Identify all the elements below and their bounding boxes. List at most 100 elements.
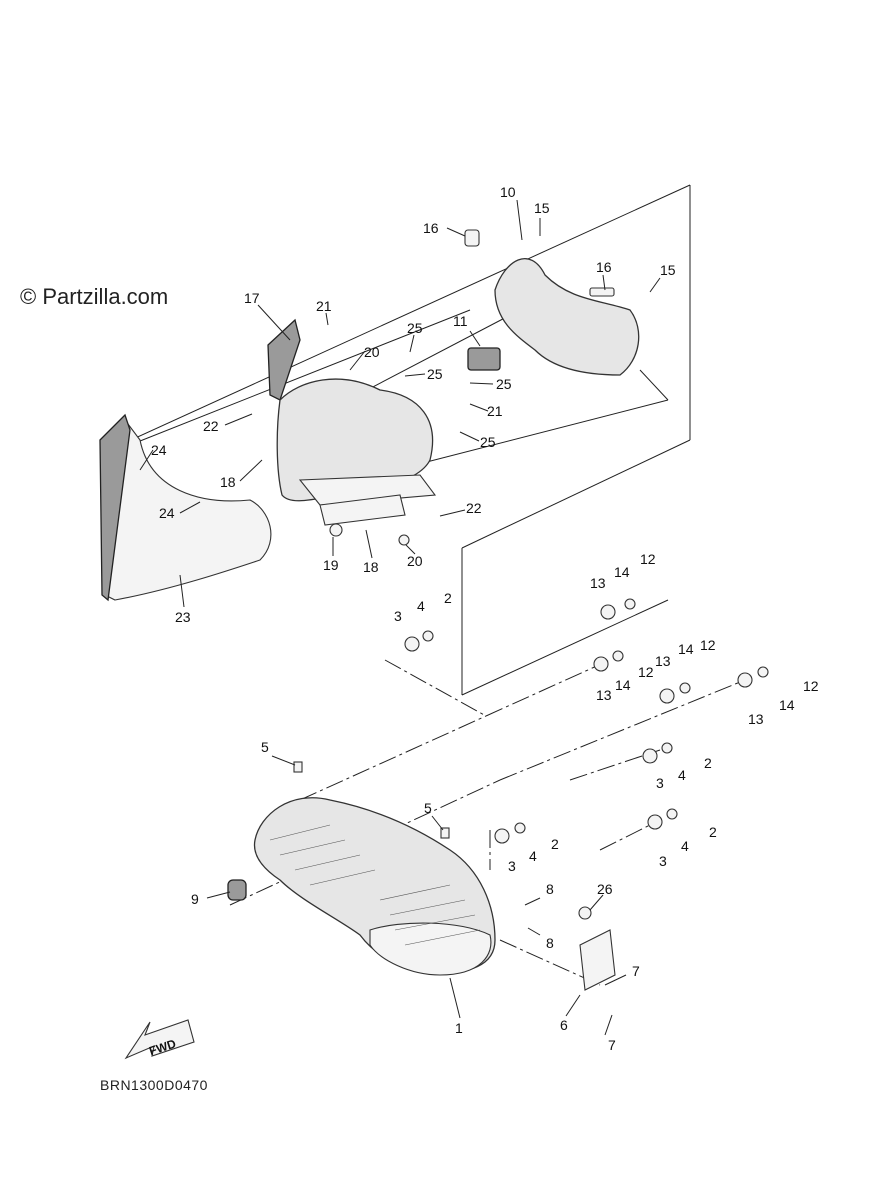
- callout-13b: 13: [596, 687, 612, 703]
- callout-20a: 20: [364, 344, 380, 360]
- callout-26: 26: [597, 881, 613, 897]
- leader-lines: [139, 199, 661, 1036]
- callout-6: 6: [560, 1017, 568, 1033]
- callout-3a: 3: [394, 608, 402, 624]
- fwd-arrow-icon: [124, 1019, 195, 1060]
- callout-8b: 8: [546, 935, 554, 951]
- grommet-13c: [659, 688, 675, 704]
- callout-25d: 25: [480, 434, 496, 450]
- inner-panel-17: [267, 318, 301, 401]
- headlight-relay-11: [467, 347, 501, 371]
- callout-12c: 12: [700, 637, 716, 653]
- hardware: [293, 523, 769, 920]
- callout-7a: 7: [632, 963, 640, 979]
- callout-4b: 4: [678, 767, 686, 783]
- callout-4d: 4: [681, 838, 689, 854]
- callout-14b: 14: [615, 677, 631, 693]
- diagram-code: BRN1300D0470: [100, 1077, 208, 1093]
- headlight-bracket-10: [494, 258, 640, 376]
- callout-25a: 25: [407, 320, 423, 336]
- callout-21a: 21: [316, 298, 332, 314]
- damper-16b: [589, 287, 615, 297]
- callout-12a: 12: [640, 551, 656, 567]
- callout-7b: 7: [608, 1037, 616, 1053]
- callout-5b: 5: [424, 800, 432, 816]
- callout-2d: 2: [709, 824, 717, 840]
- collar-4c: [514, 822, 526, 834]
- side-panel-strip: [99, 413, 131, 602]
- grommet-13a: [600, 604, 616, 620]
- callout-3d: 3: [659, 853, 667, 869]
- callout-14c: 14: [678, 641, 694, 657]
- callout-10: 10: [500, 184, 516, 200]
- fairing-assembly: [99, 318, 437, 602]
- clip-26: [578, 906, 592, 920]
- rubber-grommet-9: [227, 879, 247, 901]
- callout-3b: 3: [656, 775, 664, 791]
- callout-labels: 1 2 2 2 2 3 3 3 3 4 4 4 4 5 5 6 7 7 8 8 …: [151, 184, 819, 1053]
- cowl-lower: [298, 474, 437, 506]
- grommet-3c: [494, 828, 510, 844]
- damper-16a: [464, 229, 480, 247]
- grommet-19: [329, 523, 343, 537]
- callout-4a: 4: [417, 598, 425, 614]
- callout-18b: 18: [363, 559, 379, 575]
- cowl-bracket-18: [319, 494, 406, 526]
- callout-2b: 2: [704, 755, 712, 771]
- callout-24a: 24: [151, 442, 167, 458]
- callout-12b: 12: [638, 664, 654, 680]
- callout-14d: 14: [779, 697, 795, 713]
- collar-4a: [422, 630, 434, 642]
- callout-19: 19: [323, 557, 339, 573]
- callout-23: 23: [175, 609, 191, 625]
- grommet-3d: [647, 814, 663, 830]
- callout-21b: 21: [487, 403, 503, 419]
- callout-22b: 22: [466, 500, 482, 516]
- collar-20: [398, 534, 410, 546]
- callout-16a: 16: [423, 220, 439, 236]
- collar-4b: [661, 742, 673, 754]
- callout-8a: 8: [546, 881, 554, 897]
- bolt-5b: [440, 827, 450, 839]
- air-box-lower: [369, 922, 492, 976]
- callout-22a: 22: [203, 418, 219, 434]
- callout-15a: 15: [534, 200, 550, 216]
- callout-20b: 20: [407, 553, 423, 569]
- collar-4d: [666, 808, 678, 820]
- callout-3c: 3: [508, 858, 516, 874]
- collar-14a: [624, 598, 636, 610]
- callout-16b: 16: [596, 259, 612, 275]
- callout-18a: 18: [220, 474, 236, 490]
- callout-13a: 13: [590, 575, 606, 591]
- callout-24b: 24: [159, 505, 175, 521]
- callout-25c: 25: [496, 376, 512, 392]
- collar-14b: [612, 650, 624, 662]
- callout-12d: 12: [803, 678, 819, 694]
- collar-14c: [679, 682, 691, 694]
- callout-2a: 2: [444, 590, 452, 606]
- callout-2c: 2: [551, 836, 559, 852]
- grommet-3b: [642, 748, 658, 764]
- partzilla-watermark: © Partzilla.com: [20, 284, 169, 309]
- collar-14d: [757, 666, 769, 678]
- bolt-5a: [293, 761, 303, 773]
- grommet-13b: [593, 656, 609, 672]
- callout-15b: 15: [660, 262, 676, 278]
- air-box-assembly: [227, 797, 616, 991]
- callout-9: 9: [191, 891, 199, 907]
- callout-14a: 14: [614, 564, 630, 580]
- reference-lines: [119, 184, 746, 986]
- callout-17: 17: [244, 290, 260, 306]
- callout-13c: 13: [655, 653, 671, 669]
- callout-25b: 25: [427, 366, 443, 382]
- grommet-3a: [404, 636, 420, 652]
- callout-11: 11: [453, 313, 468, 329]
- callout-13d: 13: [748, 711, 764, 727]
- callout-1: 1: [455, 1020, 463, 1036]
- callout-4c: 4: [529, 848, 537, 864]
- fwd-arrow: FWD: [124, 1019, 195, 1060]
- side-cover-left: [104, 418, 272, 601]
- callout-5a: 5: [261, 739, 269, 755]
- headlight-assembly: [464, 229, 640, 376]
